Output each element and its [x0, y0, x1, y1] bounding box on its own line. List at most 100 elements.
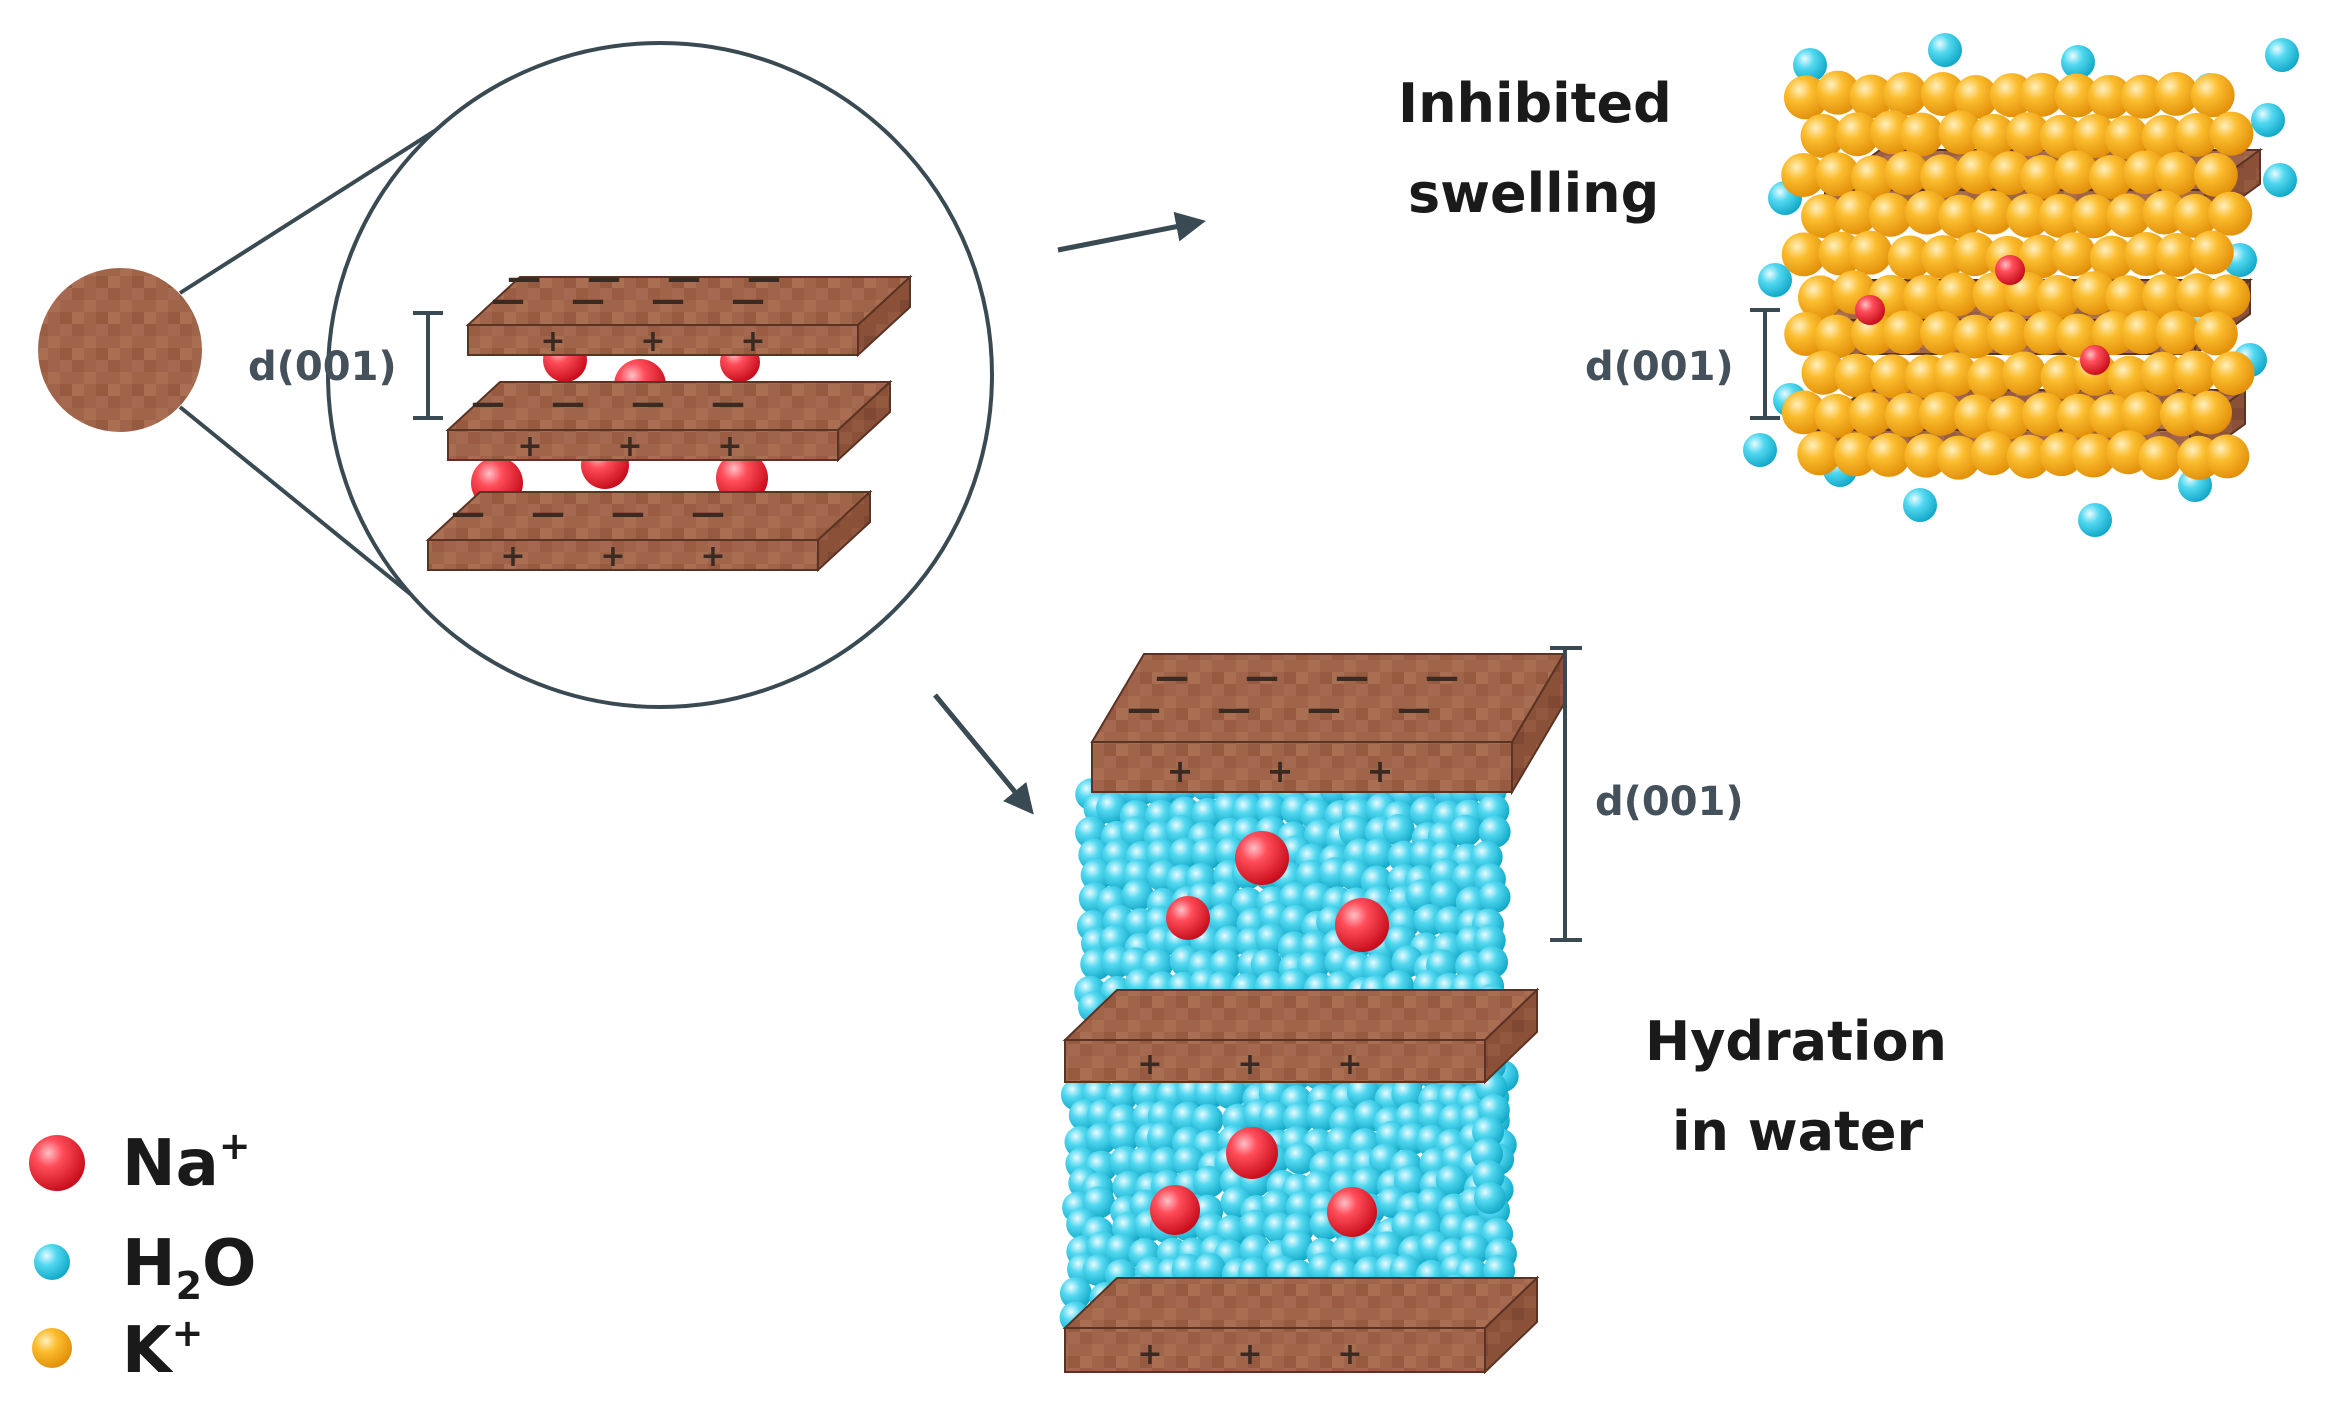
positive-charge: +	[600, 539, 625, 574]
potassium-ion	[2104, 115, 2149, 160]
svg-text:K+: K+	[122, 1311, 203, 1388]
water-molecule	[1172, 1145, 1205, 1178]
potassium-ion	[2210, 351, 2255, 396]
legend-item-h2o: H2O	[34, 1227, 256, 1308]
potassium-ion	[2154, 151, 2199, 196]
potassium-ion	[2105, 275, 2150, 320]
potassium-ion	[1904, 190, 1949, 235]
potassium-ion	[2056, 393, 2101, 438]
positive-charge: +	[1237, 1337, 1262, 1372]
potassium-ion	[1781, 390, 1826, 435]
potassium-ion	[1885, 393, 1930, 438]
potassium-ion	[2190, 73, 2235, 118]
potassium-ion	[2089, 235, 2134, 280]
potassium-ion	[2019, 72, 2064, 117]
water-molecule	[1255, 793, 1288, 826]
na-ion	[1226, 1127, 1278, 1179]
clay-layer-top	[425, 491, 873, 541]
water-molecule	[1108, 1120, 1141, 1153]
potassium-ion	[2172, 350, 2217, 395]
potassium-ion	[2141, 114, 2186, 159]
potassium-ion	[1848, 392, 1893, 437]
potassium-ion	[1815, 70, 1860, 115]
potassium-ion	[1953, 314, 1998, 359]
potassium-ion	[2052, 232, 2097, 277]
potassium-ion	[1988, 151, 2033, 196]
potassium-ion	[1814, 393, 1859, 438]
clay-layer-front	[467, 324, 859, 356]
negative-charge: —	[731, 280, 765, 320]
legend-label-k: K	[122, 1314, 174, 1388]
potassium-ion	[1866, 432, 1911, 477]
positive-charge: +	[700, 539, 725, 574]
potassium-ion	[2006, 112, 2051, 157]
potassium-ion	[2023, 311, 2068, 356]
potassium-ion	[1870, 354, 1915, 399]
clay-layer-front	[427, 539, 819, 571]
potassium-ion	[1936, 435, 1981, 480]
water-molecule	[1082, 1186, 1115, 1219]
potassium-ion	[1814, 314, 1859, 359]
negative-charge: —	[611, 493, 645, 533]
na-ion	[1855, 295, 1885, 325]
inhibited-label-line2: swelling	[1408, 162, 1659, 225]
potassium-ion	[2072, 271, 2117, 316]
potassium-ion	[1882, 310, 1927, 355]
potassium-ion	[1833, 190, 1878, 235]
negative-charge: —	[1155, 657, 1189, 697]
legend-tail-h2o: O	[202, 1227, 256, 1301]
potassium-ion	[1986, 311, 2031, 356]
potassium-ion	[1781, 232, 1826, 277]
potassium-ion	[2018, 234, 2063, 279]
negative-charge: —	[1245, 657, 1279, 697]
negative-charge: —	[651, 280, 685, 320]
positive-charge: +	[1137, 1337, 1162, 1372]
water-molecule	[1192, 1165, 1225, 1198]
potassium-ion	[2174, 112, 2219, 157]
negative-charge: —	[631, 383, 665, 423]
legend-item-k: K+	[32, 1311, 203, 1388]
potassium-ion	[1953, 75, 1998, 120]
positive-charge: +	[617, 429, 642, 464]
water-molecule	[1758, 263, 1792, 297]
water-molecule	[1059, 1277, 1092, 1310]
negative-charge: —	[507, 258, 541, 298]
potassium-ion	[1904, 433, 1949, 478]
negative-charge: —	[1335, 657, 1369, 697]
legend: Na+ H2O K+	[29, 1124, 256, 1388]
potassium-ion	[1955, 150, 2000, 195]
positive-charge: +	[500, 539, 525, 574]
negative-charge: —	[1307, 689, 1341, 729]
negative-charge: —	[587, 258, 621, 298]
positive-charge: +	[1137, 1047, 1162, 1082]
water-molecule	[1793, 48, 1827, 82]
potassium-ion	[2006, 193, 2051, 238]
arrow-to-inhibited	[1057, 211, 1206, 253]
legend-label-h2o: H	[122, 1227, 176, 1301]
potassium-ion	[1918, 391, 1963, 436]
negative-charge: —	[1425, 657, 1459, 697]
clay-layer-side	[837, 379, 891, 463]
clay-layer-front	[1064, 1039, 1486, 1083]
potassium-ion	[1920, 72, 1965, 117]
negative-charge: —	[1397, 689, 1431, 729]
potassium-ion	[1903, 274, 1948, 319]
water-molecule	[1168, 837, 1201, 870]
negative-charge: —	[571, 280, 605, 320]
positive-charge: +	[517, 429, 542, 464]
potassium-ion	[2209, 111, 2254, 156]
potassium-ion	[1938, 194, 1983, 239]
potassium-ion	[1851, 155, 1896, 200]
potassium-ion	[1899, 112, 1944, 157]
negative-charge: —	[451, 493, 485, 533]
potassium-ion	[2140, 351, 2185, 396]
water-molecule	[2061, 45, 2095, 79]
positive-charge: +	[1167, 752, 1194, 790]
water-molecule	[1449, 814, 1482, 847]
potassium-ion	[2006, 434, 2051, 479]
negative-charge: —	[1217, 689, 1251, 729]
svg-text:Na+: Na+	[122, 1124, 251, 1201]
potassium-ion	[2206, 274, 2251, 319]
potassium-ion	[2087, 74, 2132, 119]
potassium-ion	[1938, 110, 1983, 155]
